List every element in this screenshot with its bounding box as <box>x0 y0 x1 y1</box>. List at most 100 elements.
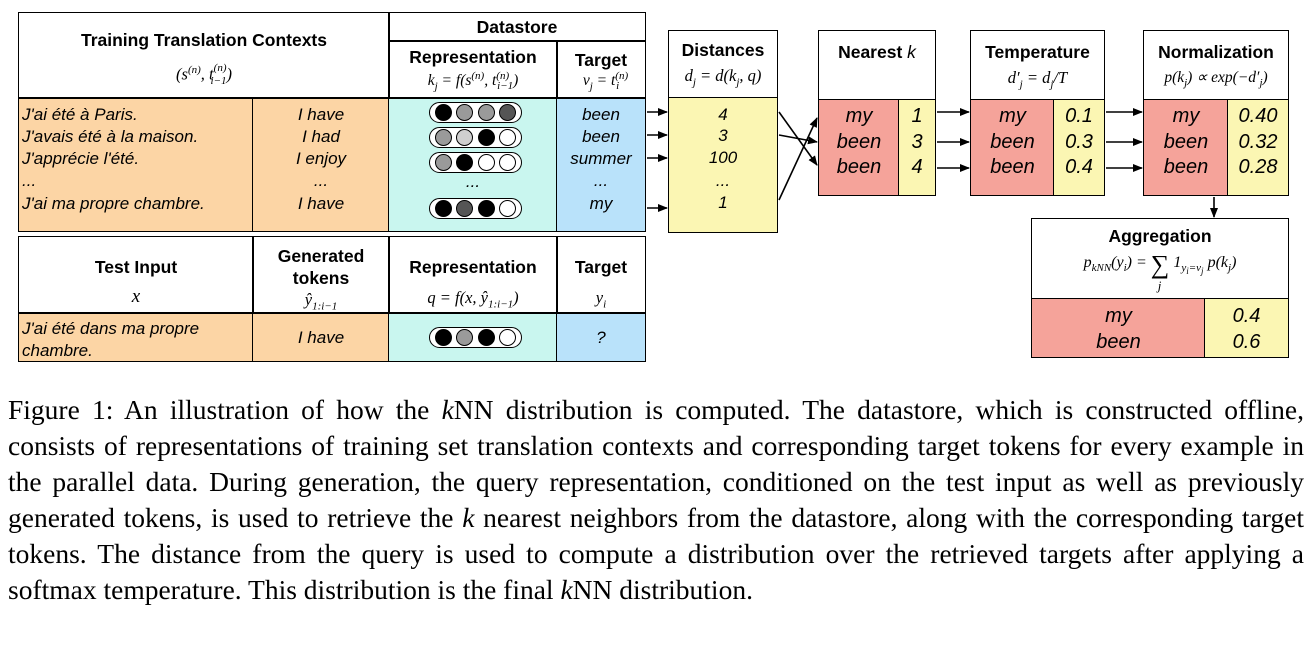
caption-k-2: k <box>462 502 475 533</box>
test-generated-header-line1: Generated <box>277 246 365 266</box>
aggregation-formula: pkNN(yi) = ∑j 1yi=vj p(kj) <box>1083 250 1237 293</box>
temperature-value-1: 0.1 <box>1065 105 1093 127</box>
vector-dot-4 <box>498 329 516 346</box>
test-target-cell <box>556 312 646 362</box>
distances-formula: dj = d(kj, q) <box>684 66 762 89</box>
caption-prefix: Figure 1: An illustration of how the <box>8 394 442 425</box>
vector-dot-4 <box>498 200 516 217</box>
arrow-cross-2 <box>778 134 818 145</box>
vector-dot-2 <box>456 129 474 146</box>
datastore-target-header-cell <box>556 40 646 99</box>
vector-dot-2 <box>456 104 474 121</box>
training-prefix-5: I have <box>297 194 345 213</box>
vector-dot-1 <box>435 104 453 121</box>
figure-caption: Figure 1: An illustration of how the kNN… <box>8 392 1304 608</box>
vector-dot-2 <box>456 329 474 346</box>
aggregation-tokens-cell <box>1031 298 1206 358</box>
nearest-token-2: been <box>836 131 882 153</box>
test-repr-formula: q = f(x, ŷ1:i−1) <box>427 288 519 311</box>
training-sources-cell <box>18 97 254 232</box>
training-source-2: J'avais été à la maison. <box>22 127 199 146</box>
aggregation-value-2: 0.6 <box>1232 331 1261 353</box>
nearest-token-3: been <box>836 156 882 178</box>
test-generated-header-cell <box>252 236 390 314</box>
vector-dot-2 <box>456 154 474 171</box>
temperature-value-3: 0.4 <box>1065 156 1093 178</box>
distance-5: 1 <box>718 193 728 212</box>
test-target-unknown: ? <box>596 328 606 347</box>
nearest-value-3: 4 <box>911 156 923 178</box>
training-source-3: J'apprécie l'été. <box>22 149 140 168</box>
distance-3: 100 <box>708 148 738 167</box>
training-notation: (s(n), t(n)i−1) <box>176 62 232 87</box>
nearest-tokens-cell <box>818 99 900 196</box>
datastore-header: Datastore <box>476 17 558 37</box>
datastore-target-2: been <box>582 127 620 146</box>
key-vector-4 <box>429 198 522 219</box>
key-vector-ellipsis: ... <box>465 172 481 191</box>
temperature-tokens-cell <box>970 99 1055 196</box>
datastore-target-header: Target <box>574 50 628 70</box>
vector-dot-1 <box>435 154 453 171</box>
test-input-header-cell <box>18 236 254 314</box>
vector-dot-3 <box>477 154 495 171</box>
vector-dot-1 <box>435 129 453 146</box>
training-prefix-1: I have <box>297 105 345 124</box>
sum-index: j <box>1157 278 1162 293</box>
training-source-1: J'ai été à Paris. <box>22 105 138 124</box>
datastore-repr-formula: kj = f(s(n), t(n)i−1) <box>427 70 519 93</box>
datastore-values-cell <box>556 97 646 232</box>
normalization-value-2: 0.32 <box>1238 131 1278 153</box>
datastore-repr-header-cell <box>388 40 558 99</box>
training-header-cell <box>18 12 390 99</box>
temperature-values-cell <box>1053 99 1105 196</box>
caption-k-3: k <box>560 574 573 605</box>
training-prefixes-cell <box>252 97 390 232</box>
vector-dot-3 <box>477 200 495 217</box>
temperature-token-1: my <box>999 105 1026 127</box>
key-vector-2 <box>429 127 522 148</box>
distances-header: Distances <box>681 40 765 60</box>
vector-dot-3 <box>477 129 495 146</box>
normalization-token-1: my <box>1172 105 1200 127</box>
normalization-values-cell <box>1227 99 1289 196</box>
datastore-target-4: ... <box>593 171 609 190</box>
aggregation-token-2: been <box>1096 331 1141 353</box>
test-target-formula: yi <box>595 288 607 311</box>
query-vector <box>429 327 522 348</box>
nearest-values-cell <box>898 99 936 196</box>
temperature-value-2: 0.3 <box>1065 131 1093 153</box>
aggregation-token-1: my <box>1105 305 1132 327</box>
test-generated-cell <box>252 312 390 362</box>
test-generated-formula: ŷ1:i−1 <box>304 290 338 313</box>
nearest-value-2: 3 <box>911 131 923 153</box>
distance-1: 4 <box>718 105 728 124</box>
training-source-5: J'ai ma propre chambre. <box>22 194 205 213</box>
aggregation-values-cell <box>1204 298 1289 358</box>
training-header: Training Translation Contexts <box>80 30 327 50</box>
training-prefix-3: I enjoy <box>295 149 347 168</box>
caption-part-3: nearest neighbors from the datastore, al… <box>8 502 1305 605</box>
vector-dot-2 <box>456 200 474 217</box>
datastore-header-cell <box>388 12 646 42</box>
caption-k-1: k <box>441 394 454 425</box>
test-repr-header-cell <box>388 236 558 314</box>
vector-dot-1 <box>435 329 453 346</box>
caption-part-4: NN distribution. <box>572 574 753 605</box>
datastore-target-5: my <box>589 194 613 213</box>
normalization-token-3: been <box>1163 156 1209 178</box>
vector-dot-1 <box>435 200 453 217</box>
datastore-target-formula: vj = t(n)i <box>582 70 629 93</box>
training-source-4: ... <box>22 171 37 190</box>
temperature-token-2: been <box>990 131 1035 153</box>
normalization-value-3: 0.28 <box>1238 156 1278 178</box>
test-input-line2: chambre. <box>22 341 93 360</box>
datastore-target-1: been <box>582 105 620 124</box>
aggregation-value-1: 0.4 <box>1232 305 1261 327</box>
temperature-formula: d′j = dj/T <box>1007 68 1068 91</box>
distance-2: 3 <box>718 126 728 145</box>
arrow-cross-3 <box>778 117 818 201</box>
test-input-symbol: x <box>131 286 141 307</box>
vector-dot-3 <box>477 329 495 346</box>
datastore-target-3: summer <box>570 149 632 168</box>
